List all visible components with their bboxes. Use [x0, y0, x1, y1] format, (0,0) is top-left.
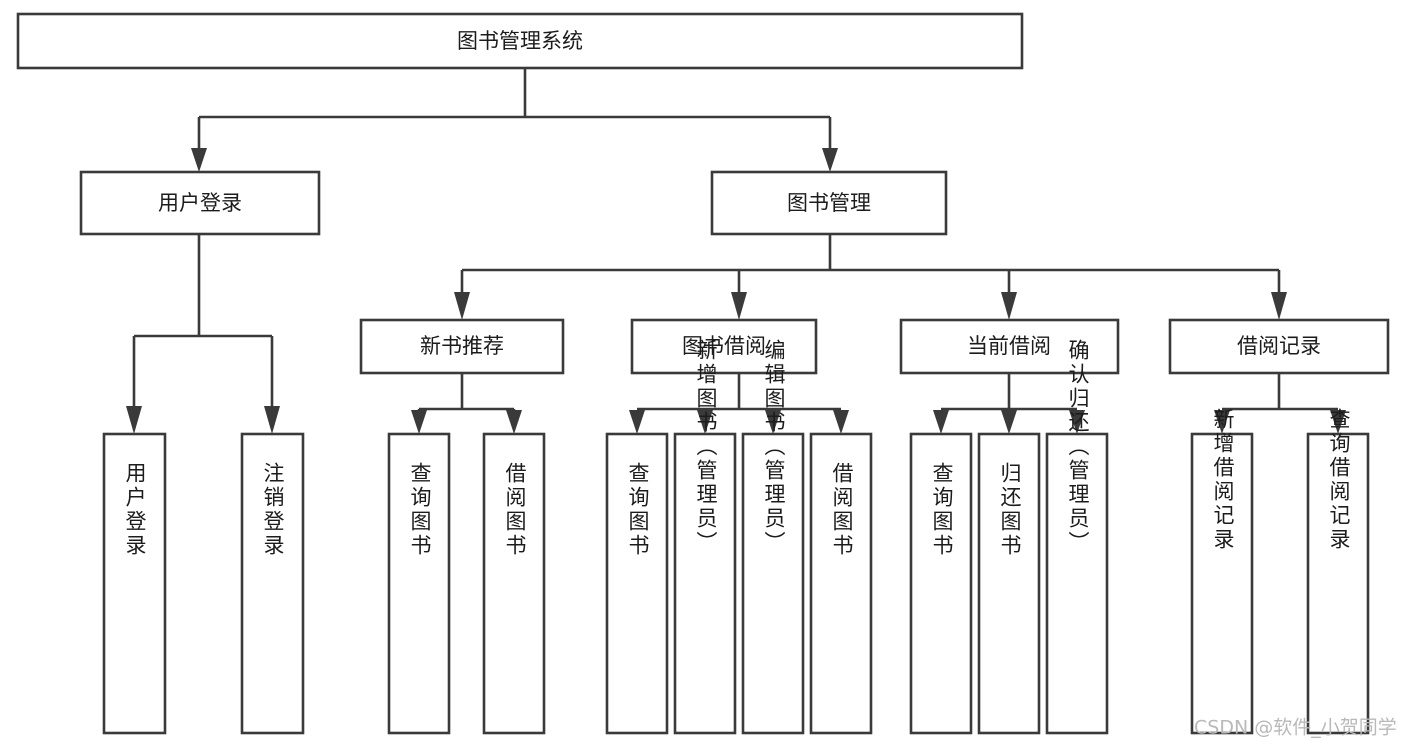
- leaf-user-login-logout-label: 注销登录: [261, 462, 285, 558]
- arrow-head-nb-leaf-1: [411, 410, 427, 434]
- leaf-new-book-query[interactable]: 查询图书: [387, 432, 451, 735]
- leaf-current-borrow-confirm-label: 确认归还（管理员）: [1066, 339, 1090, 555]
- node-book-borrow[interactable]: 图书借阅: [630, 318, 818, 375]
- leaf-borrow-record-add-label: 新增借阅记录: [1211, 408, 1235, 552]
- leaf-current-borrow-confirm[interactable]: 确认归还（管理员）: [1045, 339, 1109, 735]
- leaf-user-login-login[interactable]: 用户登录: [102, 432, 167, 735]
- arrow-head-leaf-logout: [264, 406, 280, 434]
- node-user-login[interactable]: 用户登录: [79, 170, 321, 236]
- arrow-head-bb-leaf-4: [833, 410, 849, 434]
- node-current-borrow[interactable]: 当前借阅: [899, 318, 1120, 375]
- node-current-borrow-box[interactable]: [899, 318, 1120, 375]
- arrow-head-br-leaf-2: [1330, 410, 1346, 434]
- node-book-manage-label: 图书管理: [787, 191, 871, 215]
- leaf-book-borrow-add[interactable]: 新增图书（管理员）: [673, 339, 737, 735]
- leaf-book-borrow-query-box[interactable]: [605, 432, 669, 735]
- arrow-head-new-book: [454, 292, 470, 320]
- node-borrow-record-label: 借阅记录: [1237, 334, 1321, 358]
- arrow-head-bb-leaf-3: [765, 410, 781, 434]
- node-book-borrow-label: 图书借阅: [682, 334, 766, 358]
- leaf-book-borrow-borrow-label: 借阅图书: [830, 462, 854, 558]
- node-book-manage[interactable]: 图书管理: [710, 170, 948, 236]
- arrow-head-current-borrow: [1001, 292, 1017, 320]
- node-root[interactable]: 图书管理系统: [16, 12, 1024, 70]
- node-new-book-recommend[interactable]: 新书推荐: [359, 318, 565, 375]
- leaf-borrow-record-add[interactable]: 新增借阅记录: [1190, 408, 1254, 735]
- leaf-new-book-borrow[interactable]: 借阅图书: [482, 432, 546, 735]
- leaf-book-borrow-add-box[interactable]: [673, 432, 737, 735]
- leaf-new-book-query-label: 查询图书: [408, 462, 432, 558]
- arrow-head-cb-leaf-2: [1001, 410, 1017, 434]
- leaf-current-borrow-query[interactable]: 查询图书: [909, 432, 973, 735]
- leaf-book-borrow-query-label: 查询图书: [626, 462, 650, 558]
- leaf-user-login-logout-box[interactable]: [240, 432, 305, 735]
- arrow-head-br-leaf-1: [1214, 410, 1230, 434]
- leaf-current-borrow-return[interactable]: 归还图书: [977, 432, 1041, 735]
- leaf-book-borrow-edit-box[interactable]: [741, 432, 805, 735]
- node-book-borrow-box[interactable]: [630, 318, 818, 375]
- arrow-head-book-borrow: [731, 292, 747, 320]
- node-root-box[interactable]: [16, 12, 1024, 70]
- leaf-book-borrow-edit[interactable]: 编辑图书（管理员）: [741, 339, 805, 735]
- leaf-book-borrow-query[interactable]: 查询图书: [605, 432, 669, 735]
- connector-layer: [126, 68, 1346, 434]
- leaf-user-login-logout[interactable]: 注销登录: [240, 432, 305, 735]
- arrow-head-cb-leaf-1: [933, 410, 949, 434]
- leaf-book-borrow-borrow-box[interactable]: [809, 432, 873, 735]
- leaf-current-borrow-confirm-box[interactable]: [1045, 432, 1109, 735]
- node-user-login-box[interactable]: [79, 170, 321, 236]
- leaf-current-borrow-return-box[interactable]: [977, 432, 1041, 735]
- node-root-label: 图书管理系统: [457, 29, 583, 53]
- arrow-head-cb-leaf-3: [1069, 410, 1085, 434]
- node-borrow-record-box[interactable]: [1168, 318, 1390, 375]
- arrow-head-borrow-record: [1271, 292, 1287, 320]
- node-borrow-record[interactable]: 借阅记录: [1168, 318, 1390, 375]
- node-current-borrow-label: 当前借阅: [967, 334, 1051, 358]
- leaf-borrow-record-add-box[interactable]: [1190, 432, 1254, 735]
- node-new-book-recommend-box[interactable]: [359, 318, 565, 375]
- leaf-new-book-borrow-label: 借阅图书: [503, 462, 527, 558]
- arrow-head-bb-leaf-1: [629, 410, 645, 434]
- node-user-login-label: 用户登录: [158, 191, 242, 215]
- node-new-book-recommend-label: 新书推荐: [420, 334, 504, 358]
- leaf-book-borrow-add-label: 新增图书（管理员）: [694, 339, 718, 555]
- leaf-new-book-borrow-box[interactable]: [482, 432, 546, 735]
- leaf-book-borrow-edit-label: 编辑图书（管理员）: [762, 339, 786, 555]
- leaf-book-borrow-borrow[interactable]: 借阅图书: [809, 432, 873, 735]
- arrow-head-nb-leaf-2: [506, 410, 522, 434]
- leaf-current-borrow-query-label: 查询图书: [930, 462, 954, 558]
- arrow-head-user-login: [191, 148, 207, 172]
- arrow-head-bb-leaf-2: [697, 410, 713, 434]
- leaf-new-book-query-box[interactable]: [387, 432, 451, 735]
- node-book-manage-box[interactable]: [710, 170, 948, 236]
- leaf-borrow-record-query-box[interactable]: [1306, 432, 1370, 735]
- arrow-head-leaf-user-login: [126, 406, 142, 434]
- csdn-watermark: CSDN @软件_小贺同学: [1194, 717, 1397, 739]
- leaf-user-login-login-box[interactable]: [102, 432, 167, 735]
- leaf-current-borrow-query-box[interactable]: [909, 432, 973, 735]
- leaf-borrow-record-query-label: 查询借阅记录: [1327, 408, 1351, 552]
- leaf-current-borrow-return-label: 归还图书: [998, 462, 1022, 558]
- arrow-head-book-manage: [822, 148, 838, 172]
- leaf-user-login-login-label: 用户登录: [123, 462, 147, 558]
- leaf-borrow-record-query[interactable]: 查询借阅记录: [1306, 408, 1370, 735]
